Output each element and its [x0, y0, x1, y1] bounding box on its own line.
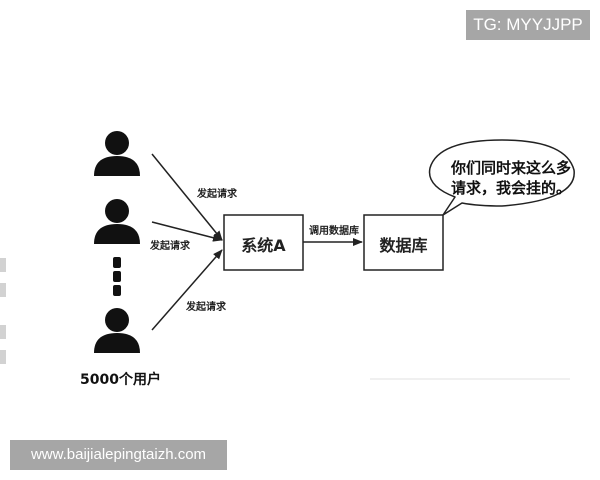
request-label: 发起请求 — [197, 189, 237, 200]
watermark-top: TG: MYYJJPP — [466, 10, 590, 40]
ellipsis-vertical-icon — [113, 257, 121, 296]
watermark-bottom: www.baijialepingtaizh.com — [10, 440, 227, 470]
request-arrow — [151, 153, 223, 241]
system-a-label: 系统A — [241, 236, 286, 255]
bubble-line-2: 请求，我会挂的。 — [451, 179, 572, 197]
database-box — [363, 214, 444, 271]
database-label: 数据库 — [379, 236, 428, 255]
user-icon — [94, 199, 140, 244]
user-icon — [94, 131, 140, 176]
left-edge-fragment — [0, 283, 6, 297]
request-label: 发起请求 — [186, 302, 226, 313]
left-edge-fragment — [0, 325, 6, 339]
request-arrow — [151, 221, 223, 242]
user-icon — [94, 308, 140, 353]
request-label: 发起请求 — [150, 241, 190, 252]
users-count-label: 5000个用户 — [80, 372, 161, 388]
faint-caption-residue — [370, 378, 570, 380]
request-arrow — [151, 249, 223, 331]
left-edge-fragment — [0, 350, 6, 364]
bubble-line-1: 你们同时来这么多 — [451, 159, 572, 177]
speech-bubble — [428, 139, 575, 216]
left-edge-fragment — [0, 258, 6, 272]
call-db-label: 调用数据库 — [309, 226, 359, 237]
